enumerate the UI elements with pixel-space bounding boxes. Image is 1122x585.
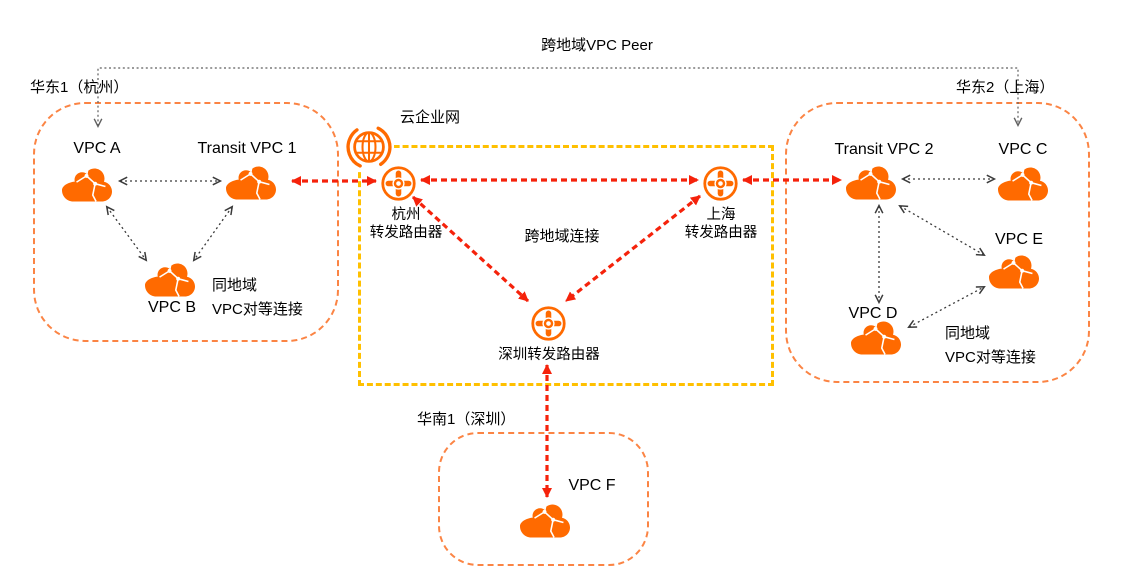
transit-vpc-1-cloud-icon bbox=[224, 162, 278, 202]
region-title-shenzhen: 华南1（深圳） bbox=[417, 411, 516, 428]
vpc-b-cloud-icon bbox=[143, 259, 197, 299]
vpc-d-label: VPC D bbox=[848, 305, 898, 322]
transit-vpc-2-cloud-icon bbox=[844, 162, 898, 202]
vpc-f-label: VPC F bbox=[568, 477, 616, 494]
hangzhou-peer-note: 同地域 VPC对等连接 bbox=[212, 274, 303, 322]
shanghai-router-label-line1: 上海 bbox=[706, 207, 736, 223]
transit-vpc-1-label: Transit VPC 1 bbox=[197, 140, 297, 157]
region-title-shanghai: 华东2（上海） bbox=[956, 79, 1055, 96]
vpc-e-cloud-icon bbox=[987, 251, 1041, 291]
region-title-hangzhou: 华东1（杭州） bbox=[30, 79, 129, 96]
vpc-e-label: VPC E bbox=[994, 231, 1044, 248]
hangzhou-router-label-line2: 转发路由器 bbox=[369, 225, 443, 241]
cross-region-connection-label: 跨地域连接 bbox=[524, 228, 600, 245]
vpc-f-cloud-icon bbox=[518, 500, 572, 540]
vpc-b-label: VPC B bbox=[147, 299, 197, 316]
shenzhen-forwarding-router-icon bbox=[530, 305, 567, 342]
hangzhou-router-label: 杭州 转发路由器 bbox=[370, 206, 443, 242]
vpc-a-cloud-icon bbox=[60, 164, 114, 204]
shanghai-router-label: 上海 转发路由器 bbox=[685, 206, 758, 242]
region-box-shenzhen bbox=[438, 432, 649, 566]
hangzhou-peer-note-line1: 同地域 bbox=[212, 277, 258, 294]
shanghai-forwarding-router-icon bbox=[702, 165, 739, 202]
shenzhen-router-label: 深圳转发路由器 bbox=[498, 347, 600, 363]
vpc-d-cloud-icon bbox=[849, 317, 903, 357]
cen-label: 云企业网 bbox=[399, 109, 461, 126]
hangzhou-router-label-line1: 杭州 bbox=[391, 207, 421, 223]
hangzhou-forwarding-router-icon bbox=[380, 165, 417, 202]
shanghai-router-label-line2: 转发路由器 bbox=[684, 225, 758, 241]
shanghai-peer-note-line1: 同地域 bbox=[945, 325, 991, 342]
cen-cross-region-box bbox=[358, 145, 774, 386]
vpc-a-label: VPC A bbox=[73, 140, 121, 157]
vpc-c-cloud-icon bbox=[996, 163, 1050, 203]
vpc-c-label: VPC C bbox=[998, 141, 1048, 158]
transit-vpc-2-label: Transit VPC 2 bbox=[834, 141, 934, 158]
shanghai-peer-note: 同地域 VPC对等连接 bbox=[945, 322, 1036, 370]
cross-region-peer-title: 跨地域VPC Peer bbox=[541, 37, 653, 54]
shanghai-peer-note-line2: VPC对等连接 bbox=[945, 349, 1036, 366]
hangzhou-peer-note-line2: VPC对等连接 bbox=[212, 301, 303, 318]
